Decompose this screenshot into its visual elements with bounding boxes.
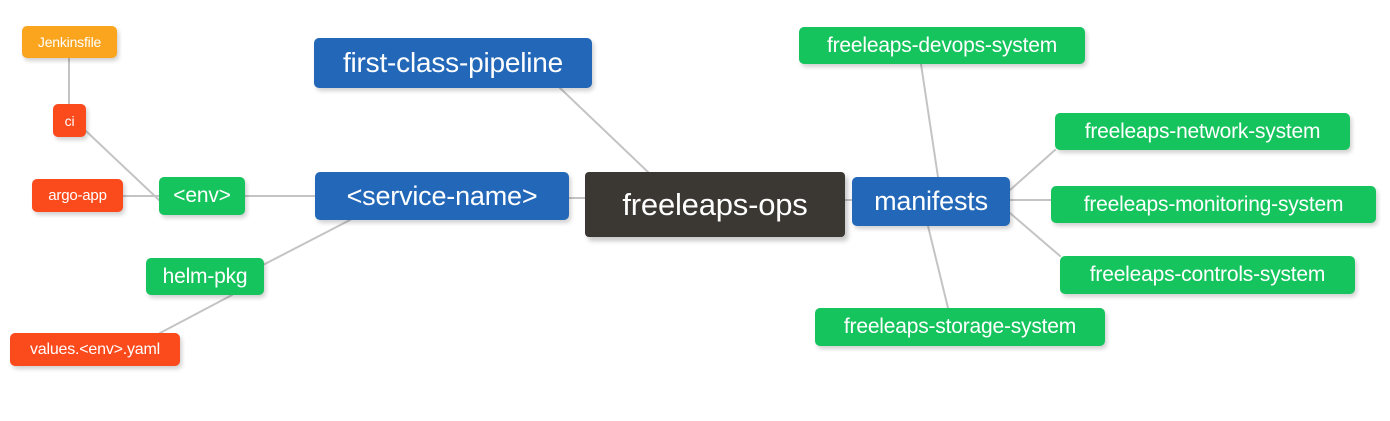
node-label: first-class-pipeline: [342, 47, 564, 78]
node-label: freeleaps-devops-system: [827, 33, 1057, 57]
node-label: freeleaps-monitoring-system: [1083, 192, 1344, 216]
node-manifests[interactable]: manifests: [852, 177, 1010, 226]
edge-freeleaps-storage-system-to-manifests: [927, 225, 949, 309]
node-freeleaps-storage-system[interactable]: freeleaps-storage-system: [815, 308, 1105, 346]
node-label: freeleaps-ops: [622, 186, 808, 222]
node-ci[interactable]: ci: [53, 104, 86, 137]
node-freeleaps-network-system[interactable]: freeleaps-network-system: [1055, 113, 1350, 150]
node-label: Jenkinsfile: [37, 34, 102, 50]
node-label: <service-name>: [346, 180, 538, 211]
node-jenkinsfile[interactable]: Jenkinsfile: [22, 26, 117, 58]
node-label: argo-app: [48, 187, 107, 204]
node-service-name[interactable]: <service-name>: [315, 172, 569, 220]
node-values-yaml[interactable]: values.<env>.yaml: [10, 333, 180, 366]
node-label: ci: [64, 112, 75, 129]
node-label: freeleaps-network-system: [1084, 119, 1321, 143]
node-label: freeleaps-storage-system: [843, 315, 1077, 338]
node-label: values.<env>.yaml: [29, 340, 160, 358]
node-label: manifests: [874, 186, 988, 216]
edge-values-yaml-to-helm-pkg: [159, 294, 233, 334]
node-env[interactable]: <env>: [159, 177, 245, 215]
node-first-class-pipeline[interactable]: first-class-pipeline: [314, 38, 592, 88]
node-helm-pkg[interactable]: helm-pkg: [146, 258, 264, 295]
node-freeleaps-ops[interactable]: freeleaps-ops: [585, 172, 845, 237]
edge-freeleaps-devops-system-to-manifests: [920, 63, 939, 178]
node-label: freeleaps-controls-system: [1089, 263, 1326, 286]
edge-first-class-pipeline-to-freeleaps-ops: [559, 87, 649, 173]
node-freeleaps-devops-system[interactable]: freeleaps-devops-system: [799, 27, 1085, 64]
node-argo-app[interactable]: argo-app: [32, 179, 123, 212]
node-label: <env>: [173, 184, 231, 207]
edge-freeleaps-network-system-to-manifests: [1009, 149, 1056, 191]
node-label: helm-pkg: [162, 264, 248, 288]
node-freeleaps-controls-system[interactable]: freeleaps-controls-system: [1060, 256, 1355, 294]
node-freeleaps-monitoring-system[interactable]: freeleaps-monitoring-system: [1051, 186, 1376, 223]
